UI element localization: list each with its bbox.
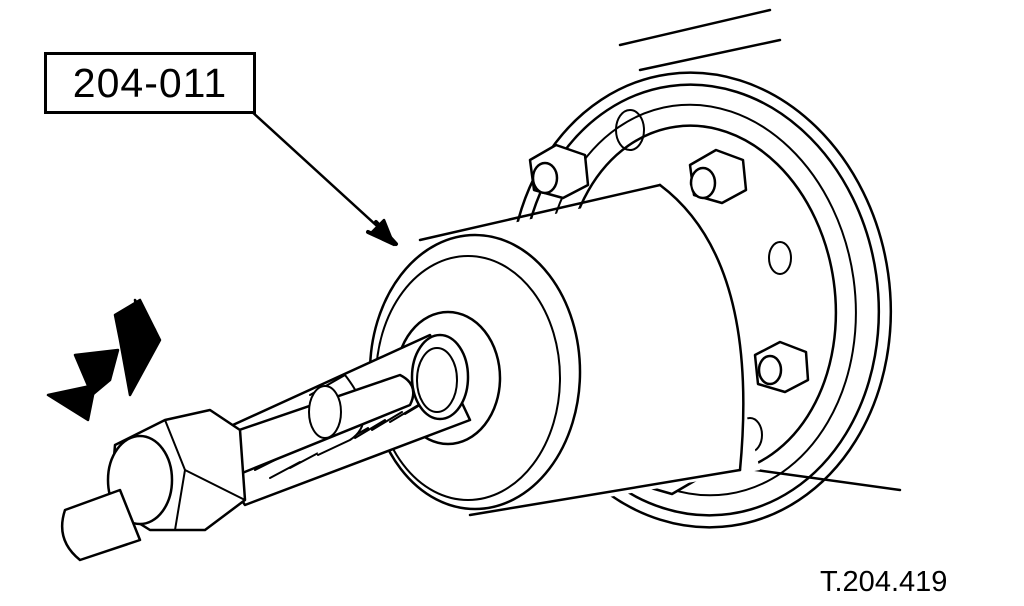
hex-nut: [106, 408, 247, 532]
extension-rod: [60, 488, 142, 562]
wheel-nut: [753, 340, 810, 394]
callout-leader: [248, 108, 398, 246]
wheel-nut: [528, 143, 590, 200]
wheel-nut: [688, 148, 748, 205]
tommy-bar: [205, 373, 415, 482]
tool-number-callout: 204-011: [44, 52, 256, 114]
turning-arrows-icon: [46, 298, 162, 422]
figure-reference-code: T.204.419: [820, 566, 948, 598]
tool-number-label: 204-011: [72, 59, 228, 106]
